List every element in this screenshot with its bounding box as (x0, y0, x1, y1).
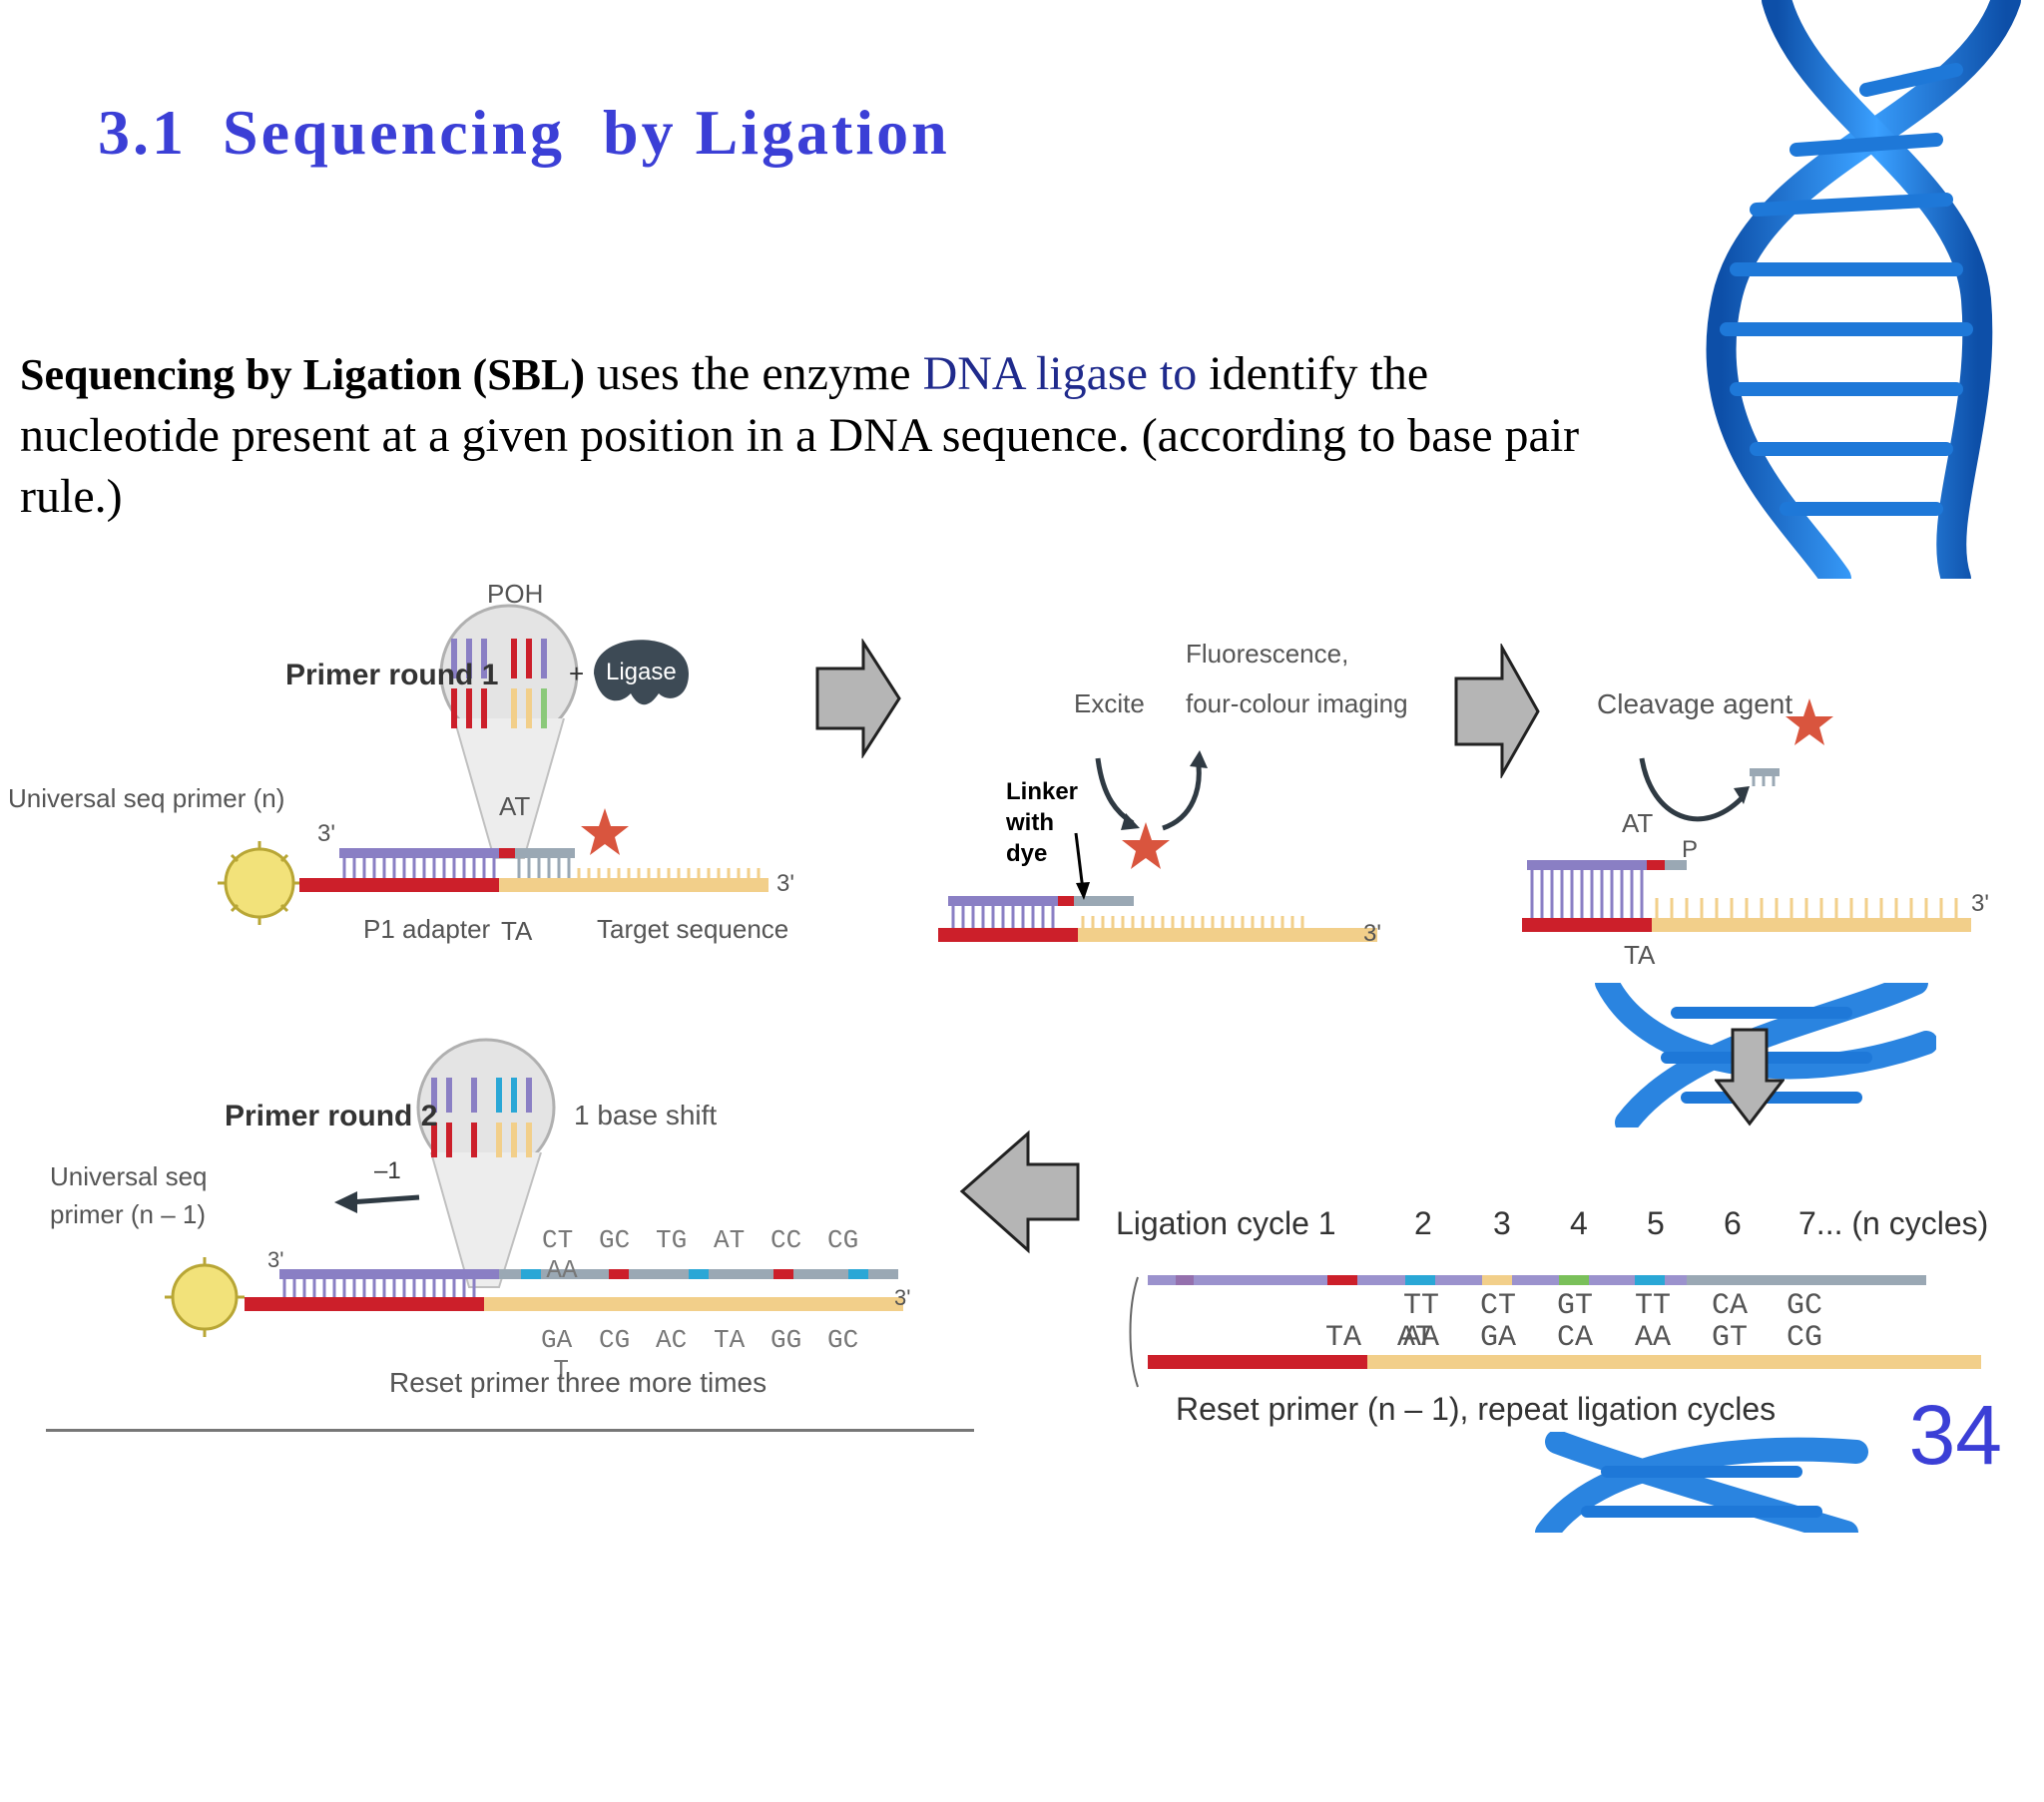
cycle-pairs: AT TT CT GT TT CA GC TA AA GA CA AA GT C… (1325, 1290, 1822, 1801)
top-pair-6: CA (1712, 1289, 1749, 1323)
panel3-illustration (1522, 698, 1971, 932)
panel-fluorescence-imaging: Fluorescence, four-colour imaging Excite… (928, 629, 1408, 968)
r2-top-4: TG (656, 1225, 688, 1255)
universal-primer-label: Universal seq primer (n) (8, 783, 285, 813)
arrow-right-icon-2 (1454, 644, 1540, 778)
dna-helix-image-bottom (1535, 1432, 1868, 1533)
bottom-pair-6: GT (1712, 1321, 1749, 1355)
bottom-pair-1: TA (1325, 1321, 1362, 1355)
ligation-cycle-label: Ligation cycle 1 (1116, 1205, 1336, 1241)
fluorescence-label: Fluorescence, (1186, 639, 1349, 669)
four-colour-imaging-label: four-colour imaging (1186, 688, 1408, 718)
bottom-pair-2: AA (1403, 1321, 1440, 1355)
round2-top-pairs: AA CT GC TG AT CC CG (484, 1225, 858, 1495)
panel5-illustration (165, 1038, 903, 1337)
dna-helix-image-top (1706, 0, 2021, 579)
cycle-3-label: 3 (1493, 1205, 1511, 1241)
cycle-4-label: 4 (1570, 1205, 1588, 1241)
three-prime-right-label: 3' (776, 870, 794, 897)
r2-bottom-5: TA (714, 1325, 746, 1355)
intro-part2: identify the nucleotide present at a giv… (20, 347, 1580, 523)
bottom-pair-5: AA (1635, 1321, 1672, 1355)
r2-three-prime-right: 3' (894, 1285, 911, 1310)
intro-paragraph: Sequencing by Ligation (SBL) uses the en… (20, 343, 1637, 527)
ta-label: TA (501, 916, 533, 946)
poh-label: POH (487, 579, 544, 609)
intro-bold: Sequencing by Ligation (SBL) (20, 350, 586, 399)
r2-top-7: CG (827, 1225, 859, 1255)
cycle-last-label: 7... (n cycles) (1798, 1205, 1989, 1241)
top-pair-2: TT (1403, 1289, 1440, 1323)
intro-part1: uses the enzyme (585, 347, 923, 400)
reset-primer-cycles-label: Reset primer (n – 1), repeat ligation cy… (1176, 1391, 1777, 1427)
r2-top-3: GC (599, 1225, 631, 1255)
cycle-6-label: 6 (1724, 1205, 1742, 1241)
panel-ligation-cycles: Ligation cycle 1 2 3 4 5 6 7... (n cycle… (1108, 1197, 1989, 1437)
r2-bottom-1: T (553, 1355, 570, 1385)
slide-title: 3.1 Sequencing by Ligation (98, 96, 950, 170)
r2-three-prime-left: 3' (267, 1247, 284, 1272)
linker-with-dye-label: Linker with dye (1006, 776, 1078, 869)
reset-primer-three-label: Reset primer three more times (389, 1367, 767, 1398)
three-prime-left-label: 3' (317, 820, 335, 847)
page-number: 34 (1908, 1388, 2002, 1482)
universal-line1: Universal seq (50, 1161, 208, 1191)
target-sequence-label: Target sequence (597, 914, 789, 944)
primer-round-1-label: Primer round 1 (285, 659, 499, 691)
bottom-pair-7: CG (1787, 1321, 1823, 1355)
intro-highlight: DNA ligase to (922, 347, 1198, 400)
at-label: AT (499, 791, 531, 821)
r2-top-5: AT (714, 1225, 746, 1255)
ta-label-3: TA (1624, 940, 1656, 970)
cycle-5-label: 5 (1647, 1205, 1665, 1241)
cycle-2-label: 2 (1414, 1205, 1432, 1241)
three-prime-label: 3' (1363, 920, 1381, 947)
bottom-pair-3: GA (1480, 1321, 1517, 1355)
ligase-label: Ligase (606, 659, 677, 685)
top-pair-4: GT (1557, 1289, 1594, 1323)
r2-top-1: AA (546, 1255, 578, 1285)
arrow-left-icon (959, 1129, 1080, 1254)
r2-top-2: CT (542, 1225, 574, 1255)
linker-line1: Linker (1006, 778, 1079, 805)
arrow-down-icon (1715, 1028, 1785, 1126)
panel1-illustration (218, 604, 768, 925)
divider-line (46, 1429, 974, 1432)
top-pair-7: GC (1787, 1289, 1823, 1323)
primer-round-2-label: Primer round 2 (225, 1100, 438, 1132)
plus-label: + (569, 659, 585, 688)
round2-bottom-pairs: T GA CG AC TA GG GC (491, 1325, 858, 1594)
top-pair-1: AT (1397, 1321, 1434, 1355)
base-shift-label: 1 base shift (574, 1100, 718, 1130)
p1-adapter-label: P1 adapter (363, 914, 491, 944)
r2-bottom-4: AC (656, 1325, 688, 1355)
r2-bottom-2: GA (541, 1325, 573, 1355)
at-label-3: AT (1622, 808, 1654, 838)
r2-bottom-3: CG (599, 1325, 631, 1355)
top-pair-3: CT (1480, 1289, 1517, 1323)
panel-cleavage: Cleavage agent AT P TA 3' (1502, 669, 2001, 978)
r2-top-6: CC (770, 1225, 802, 1255)
top-pair-5: TT (1635, 1289, 1672, 1323)
title-number: 3.1 (98, 97, 187, 168)
bottom-pair-4: CA (1557, 1321, 1594, 1355)
panel-primer-round-2: Primer round 2 1 base shift –1 Universal… (30, 1008, 988, 1432)
excite-label: Excite (1074, 688, 1145, 718)
p-label: P (1682, 836, 1699, 863)
panel2-illustration (938, 750, 1377, 942)
cleavage-agent-label: Cleavage agent (1597, 688, 1793, 719)
panel4-illustration (1129, 1275, 1981, 1388)
r2-bottom-7: GC (827, 1325, 859, 1355)
universal-line2: primer (n – 1) (50, 1199, 207, 1229)
arrow-right-icon (815, 639, 901, 758)
title-text: Sequencing by Ligation (223, 97, 950, 168)
linker-line2: with (1006, 809, 1054, 836)
r2-bottom-6: GG (770, 1325, 802, 1355)
minus-one-label: –1 (374, 1157, 401, 1184)
panel-primer-round-1: Primer round 1 POH + Ligase Universal se… (0, 559, 818, 978)
three-prime-label-3: 3' (1971, 890, 1989, 917)
universal-primer-2-label: Universal seq primer (n – 1) (50, 1157, 208, 1233)
linker-line3: dye (1006, 840, 1048, 867)
